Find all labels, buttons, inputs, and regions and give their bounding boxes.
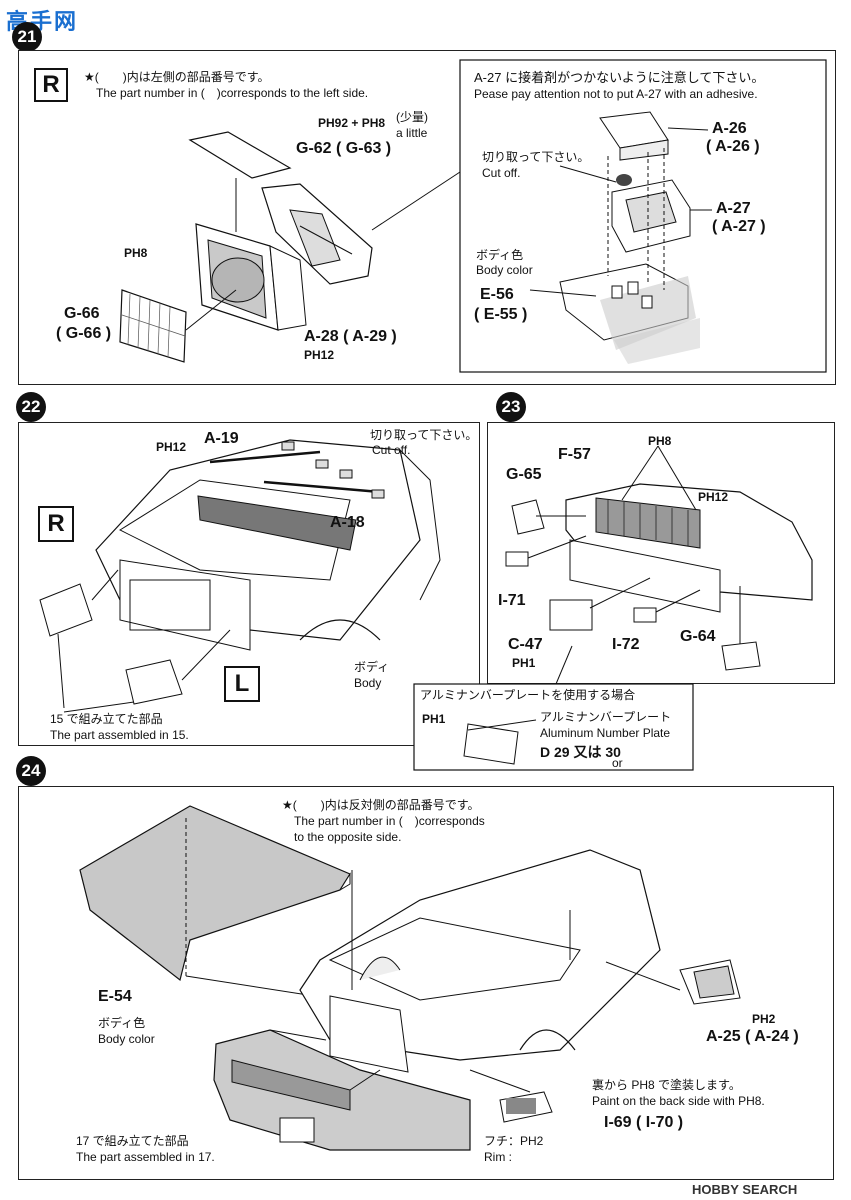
part-a26: A-26 [712,120,747,137]
step-22-badge: 22 [16,392,46,422]
step-23-badge: 23 [496,392,526,422]
inset-warn-en: Pease pay attention not to put A-27 with… [474,87,758,101]
part-e56: E-56 [480,286,514,303]
assembled-jp: 15 で組み立てた部品 [50,712,163,726]
step-24-badge: 24 [16,756,46,786]
ph12-label: PH12 [698,490,729,504]
part-c47: C-47 [508,636,543,653]
body-color-jp: ボディ色 [476,248,524,262]
note-en-2: to the opposite side. [294,830,402,844]
watermark-hobby-search: HOBBY SEARCH [692,1182,798,1197]
ph2-label: PH2 [752,1012,776,1026]
step-21-badge: 21 [12,22,42,52]
rim-jp: フチ：PH2 [484,1134,544,1148]
plate-en: Aluminum Number Plate [540,726,671,740]
part-a25: A-25 ( A-24 ) [706,1028,799,1045]
assembled-jp: 17 で組み立てた部品 [76,1134,189,1148]
part-a27: A-27 [716,200,751,217]
rim-en: Rim : [484,1150,512,1164]
cut-jp: 切り取って下さい。 [370,428,478,442]
part-a19: A-19 [204,430,239,447]
part-g65: G-65 [506,466,542,483]
cut-en: Cut off. [372,443,411,457]
ph12-label: PH12 [156,440,187,454]
body-jp: ボディ [354,660,390,674]
part-i71: I-71 [498,592,526,609]
part-g66-alt: ( G-66 ) [56,325,112,342]
cut-en: Cut off. [482,166,521,180]
plate-ph1: PH1 [422,712,446,726]
part-a28: A-28 ( A-29 ) [304,328,397,345]
part-g66: G-66 [64,305,100,322]
part-i72: I-72 [612,636,640,653]
note-jp: ★( )内は反対側の部品番号です。 [282,798,480,812]
side-badge-l: L [224,666,260,702]
paint-en: Paint on the back side with PH8. [592,1094,765,1108]
plate-jp: アルミナンバープレート [540,710,672,724]
ph1-label: PH1 [512,656,536,670]
ph8-label: PH8 [124,246,148,260]
ph-small-jp: (少量) [396,110,428,124]
note-jp: ★( )内は左側の部品番号です。 [84,70,270,84]
body-color-en: Body color [476,263,533,277]
assembled-en: The part assembled in 17. [76,1150,215,1164]
part-g62: G-62 ( G-63 ) [296,140,392,157]
body-color-jp: ボディ色 [98,1016,146,1030]
note-en-1: The part number in ( )corresponds [294,814,485,828]
part-g64: G-64 [680,628,716,645]
side-badge-r: R [38,506,74,542]
part-e55: ( E-55 ) [474,306,528,323]
ph12-label: PH12 [304,348,335,362]
part-f57: F-57 [558,446,591,463]
part-i69: I-69 ( I-70 ) [604,1114,684,1131]
body-color-en: Body color [98,1032,155,1046]
plate-d: D 29 又は 30 [540,744,621,760]
side-badge-r: R [34,68,68,102]
body-en: Body [354,676,382,690]
ph8-label: PH8 [648,434,672,448]
note-en: The part number in ( )corresponds to the… [96,86,369,100]
plate-title: アルミナンバープレートを使用する場合 [420,688,636,702]
part-a26-alt: ( A-26 ) [706,138,760,155]
part-a18: A-18 [330,514,365,531]
part-e54: E-54 [98,988,132,1005]
ph-small-en: a little [396,126,428,140]
cut-jp: 切り取って下さい。 [482,150,590,164]
plate-or: or [612,756,623,770]
ph-mix: PH92 + PH8 [318,116,386,130]
part-a27-alt: ( A-27 ) [712,218,766,235]
paint-jp: 裏から PH8 で塗装します。 [592,1078,741,1092]
assembled-en: The part assembled in 15. [50,728,189,742]
inset-warn-jp: A-27 に接着剤がつかないように注意して下さい。 [474,70,765,85]
